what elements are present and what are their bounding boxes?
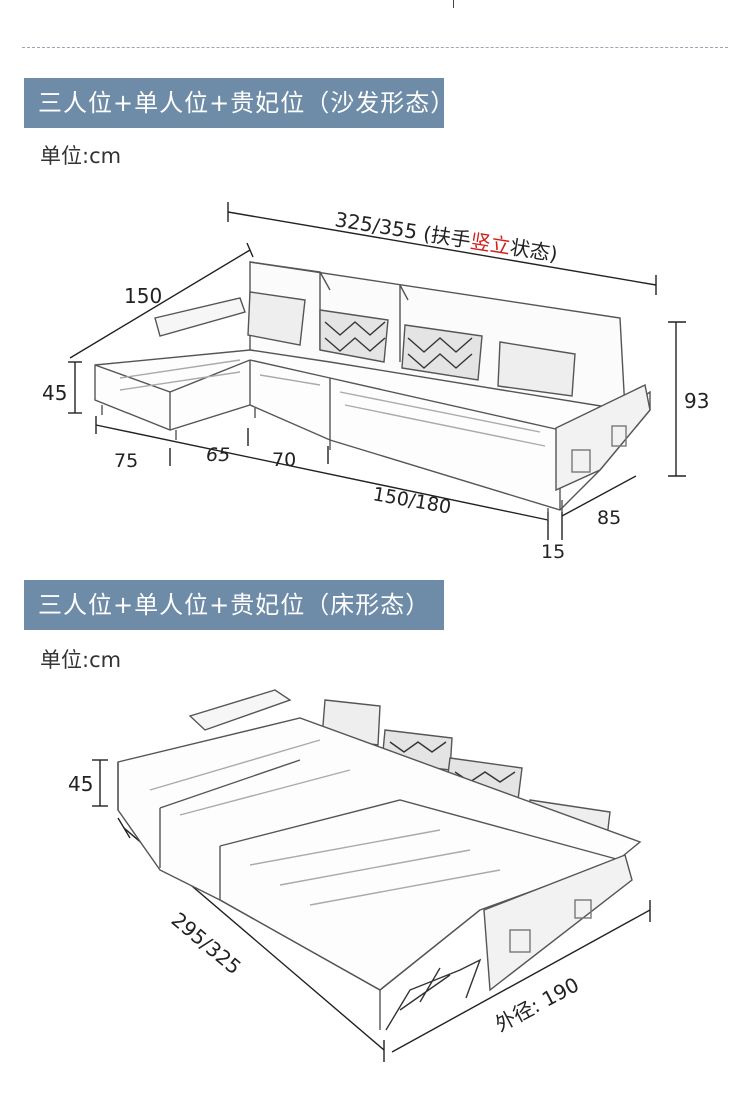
dim-three-width-b: 150/180 [371, 483, 453, 518]
bed-drawing [92, 689, 651, 1062]
dim-chaise-width: 75 [114, 450, 138, 472]
unit-label-sofa: 单位:cm [40, 144, 122, 168]
top-tick [453, 0, 454, 8]
banner-sofa-mode: 三人位+单人位+贵妃位（沙发形态） [24, 78, 454, 128]
dim-bed-seat-height: 45 [68, 772, 93, 796]
dim-chaise-depth: 150 [124, 284, 162, 308]
banner-bed-title: 三人位+单人位+贵妃位（床形态） [38, 591, 431, 619]
unit-label-bed: 单位:cm [40, 648, 122, 672]
banner-bed-mode: 三人位+单人位+贵妃位（床形态） [24, 580, 444, 630]
dim-single-width: 65 [206, 444, 230, 466]
dim-total-prefix: 325/355 (扶手 [333, 207, 472, 252]
section-divider [22, 47, 728, 48]
banner-sofa-title: 三人位+单人位+贵妃位（沙发形态） [38, 89, 456, 117]
dim-depth: 85 [597, 507, 621, 529]
dim-back-height: 93 [684, 389, 709, 413]
dim-three-width-a: 70 [272, 449, 296, 471]
dim-leg: 15 [541, 541, 565, 563]
dim-seat-height: 45 [42, 381, 67, 405]
dim-bed-outer-width: 外径: 190 [491, 972, 583, 1036]
dim-total-width: 325/355 (扶手竖立状态) [333, 207, 559, 266]
sofa-drawing [68, 202, 686, 540]
dim-bed-length: 295/325 [167, 907, 246, 979]
